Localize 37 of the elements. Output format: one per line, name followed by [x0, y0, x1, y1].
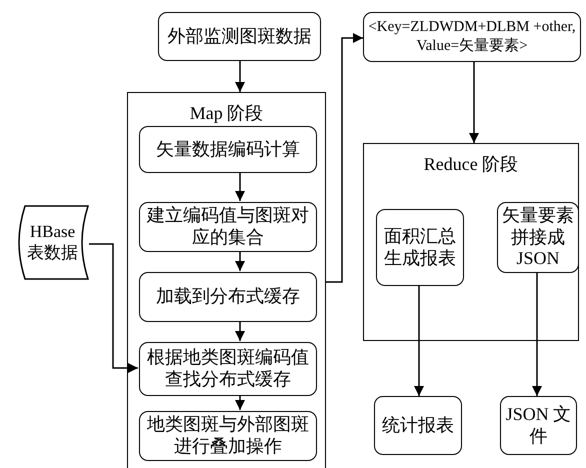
node-label: 外部监测图斑数据	[168, 26, 312, 48]
process-box	[376, 209, 464, 286]
arrow	[235, 251, 245, 271]
process-box	[139, 342, 317, 396]
node-label: 矢量数据编码计算	[156, 138, 300, 160]
arrow	[89, 243, 138, 373]
node-label: 统计报表	[382, 414, 454, 436]
process-box	[158, 12, 321, 61]
arrow	[235, 395, 245, 410]
node-label: 根据地类图斑编码值查找分布式缓存	[146, 347, 310, 391]
node-label: <Key=ZLDWDM+DLBM +other, Value=矢量要素>	[368, 18, 576, 56]
process-box	[139, 272, 317, 322]
node-label: HBase 表数据	[27, 222, 78, 263]
process-box	[374, 396, 462, 455]
node-label: 矢量要素拼接成 JSON	[502, 205, 574, 270]
arrow	[469, 62, 479, 143]
stage-container	[363, 143, 579, 341]
stage-container	[127, 92, 326, 468]
process-box	[363, 12, 581, 62]
arrow	[235, 321, 245, 341]
data-store	[16, 205, 89, 280]
stage-heading: Map 阶段	[190, 102, 264, 125]
node-label: 地类图斑与外部图斑进行叠加操作	[146, 414, 310, 458]
node-label: JSON 文件	[505, 404, 572, 448]
process-box	[139, 411, 317, 461]
stage-heading: Reduce 阶段	[424, 153, 518, 176]
arrow	[414, 285, 424, 396]
node-label: 面积汇总生成报表	[383, 226, 457, 270]
arrow	[235, 172, 245, 201]
node-label: 建立编码值与图斑对应的集合	[146, 205, 310, 249]
process-box	[500, 396, 577, 455]
arrow	[326, 33, 363, 283]
arrow	[235, 61, 245, 92]
process-box	[139, 202, 317, 252]
process-box	[139, 126, 317, 173]
arrow	[532, 272, 542, 396]
node-label: 加载到分布式缓存	[156, 286, 300, 308]
